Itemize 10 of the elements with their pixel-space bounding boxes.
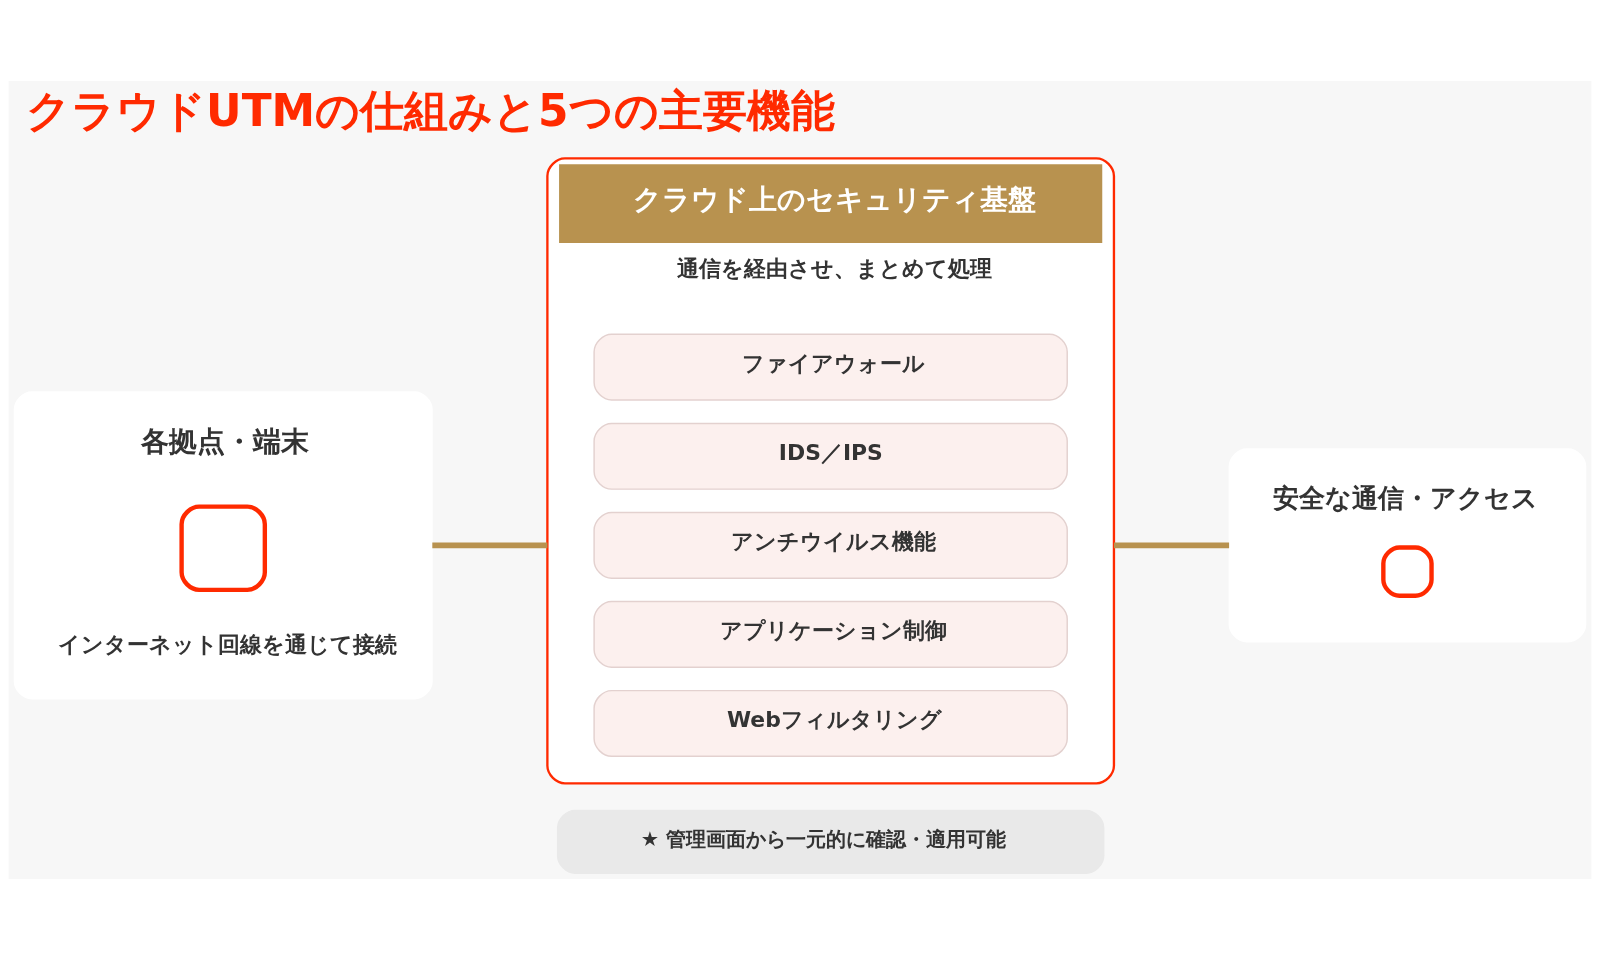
connector: [432, 542, 548, 549]
node-box: Webフィルタリング: [593, 689, 1068, 758]
node-box: アンチウイルス機能: [593, 511, 1068, 579]
node-box: 安全な通信・アクセス: [1228, 448, 1587, 643]
diagram-title: クラウドUTMの仕組みと5つの主要機能: [26, 85, 835, 137]
node-box: アプリケーション制御: [593, 600, 1068, 668]
node-box: 各拠点・端末 インターネット回線を通じて接続: [13, 391, 433, 700]
node-box: ファイアウォール: [593, 333, 1068, 401]
connector: [1113, 542, 1230, 549]
node-box: IDS／IPS: [593, 422, 1068, 490]
